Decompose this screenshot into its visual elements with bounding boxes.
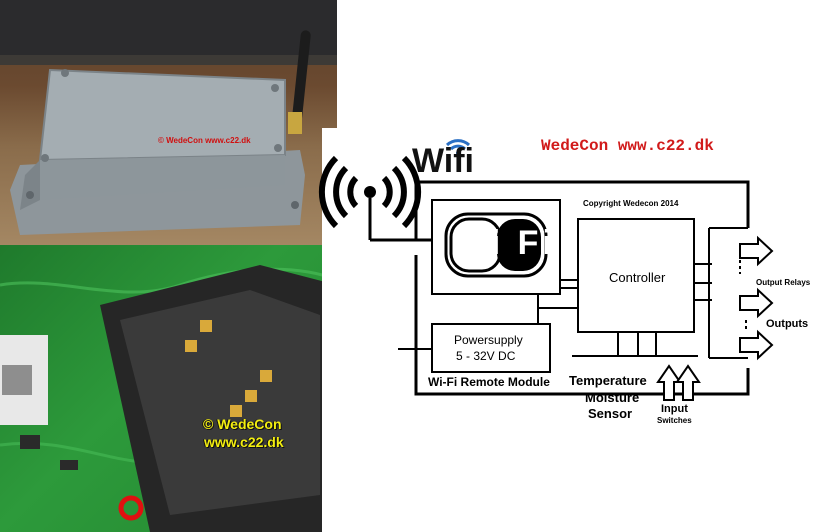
wifi-signal-icon <box>445 139 471 155</box>
enclosure-illustration <box>0 0 337 235</box>
output-arrow-icon <box>739 287 774 319</box>
wifi-brand-label: Wifi <box>412 142 475 180</box>
input-switches-label: Switches <box>657 416 692 425</box>
pcb-photo: © WedeCon www.c22.dk <box>0 245 337 532</box>
powersupply-voltage-label: 5 - 32V DC <box>456 349 516 363</box>
input-arrow-icon <box>656 364 682 401</box>
connection-lines <box>398 227 748 359</box>
controller-block <box>577 218 695 333</box>
output-arrow-icon <box>739 235 774 267</box>
powersupply-block <box>431 323 551 373</box>
sensor-label-moisture: Moisture <box>585 390 640 405</box>
wifi-logo-block <box>431 199 561 295</box>
output-relays-label: Output Relays <box>756 278 811 287</box>
wifi-logo-text: Wi Fi <box>455 224 556 262</box>
output-arrow-icons <box>739 235 774 361</box>
enclosure-photo: © WedeCon www.c22.dk <box>0 0 337 245</box>
pcb-illustration <box>0 265 337 532</box>
copyright-label: Copyright Wedecon 2014 <box>583 199 679 208</box>
input-arrow-icon <box>675 364 701 401</box>
diagram-background <box>322 128 821 532</box>
input-arrow-icons <box>656 364 701 401</box>
controller-label: Controller <box>609 270 666 285</box>
enclosure-watermark: © WedeCon www.c22.dk <box>158 136 251 145</box>
sensor-label-temperature: Temperature <box>569 373 647 388</box>
module-enclosure <box>414 180 750 396</box>
pcb-watermark-line1: © WedeCon <box>203 416 282 432</box>
powersupply-label: Powersupply <box>454 333 523 347</box>
input-label: Input <box>661 403 688 415</box>
pcb-watermark-line2: www.c22.dk <box>204 434 284 450</box>
outputs-label: Outputs <box>766 318 809 330</box>
antenna-icon <box>318 155 432 242</box>
sensor-label-sensor: Sensor <box>588 406 633 421</box>
diagram-title: WedeCon www.c22.dk <box>541 137 714 155</box>
module-label: Wi-Fi Remote Module <box>428 375 550 389</box>
output-arrow-icon <box>739 329 774 361</box>
